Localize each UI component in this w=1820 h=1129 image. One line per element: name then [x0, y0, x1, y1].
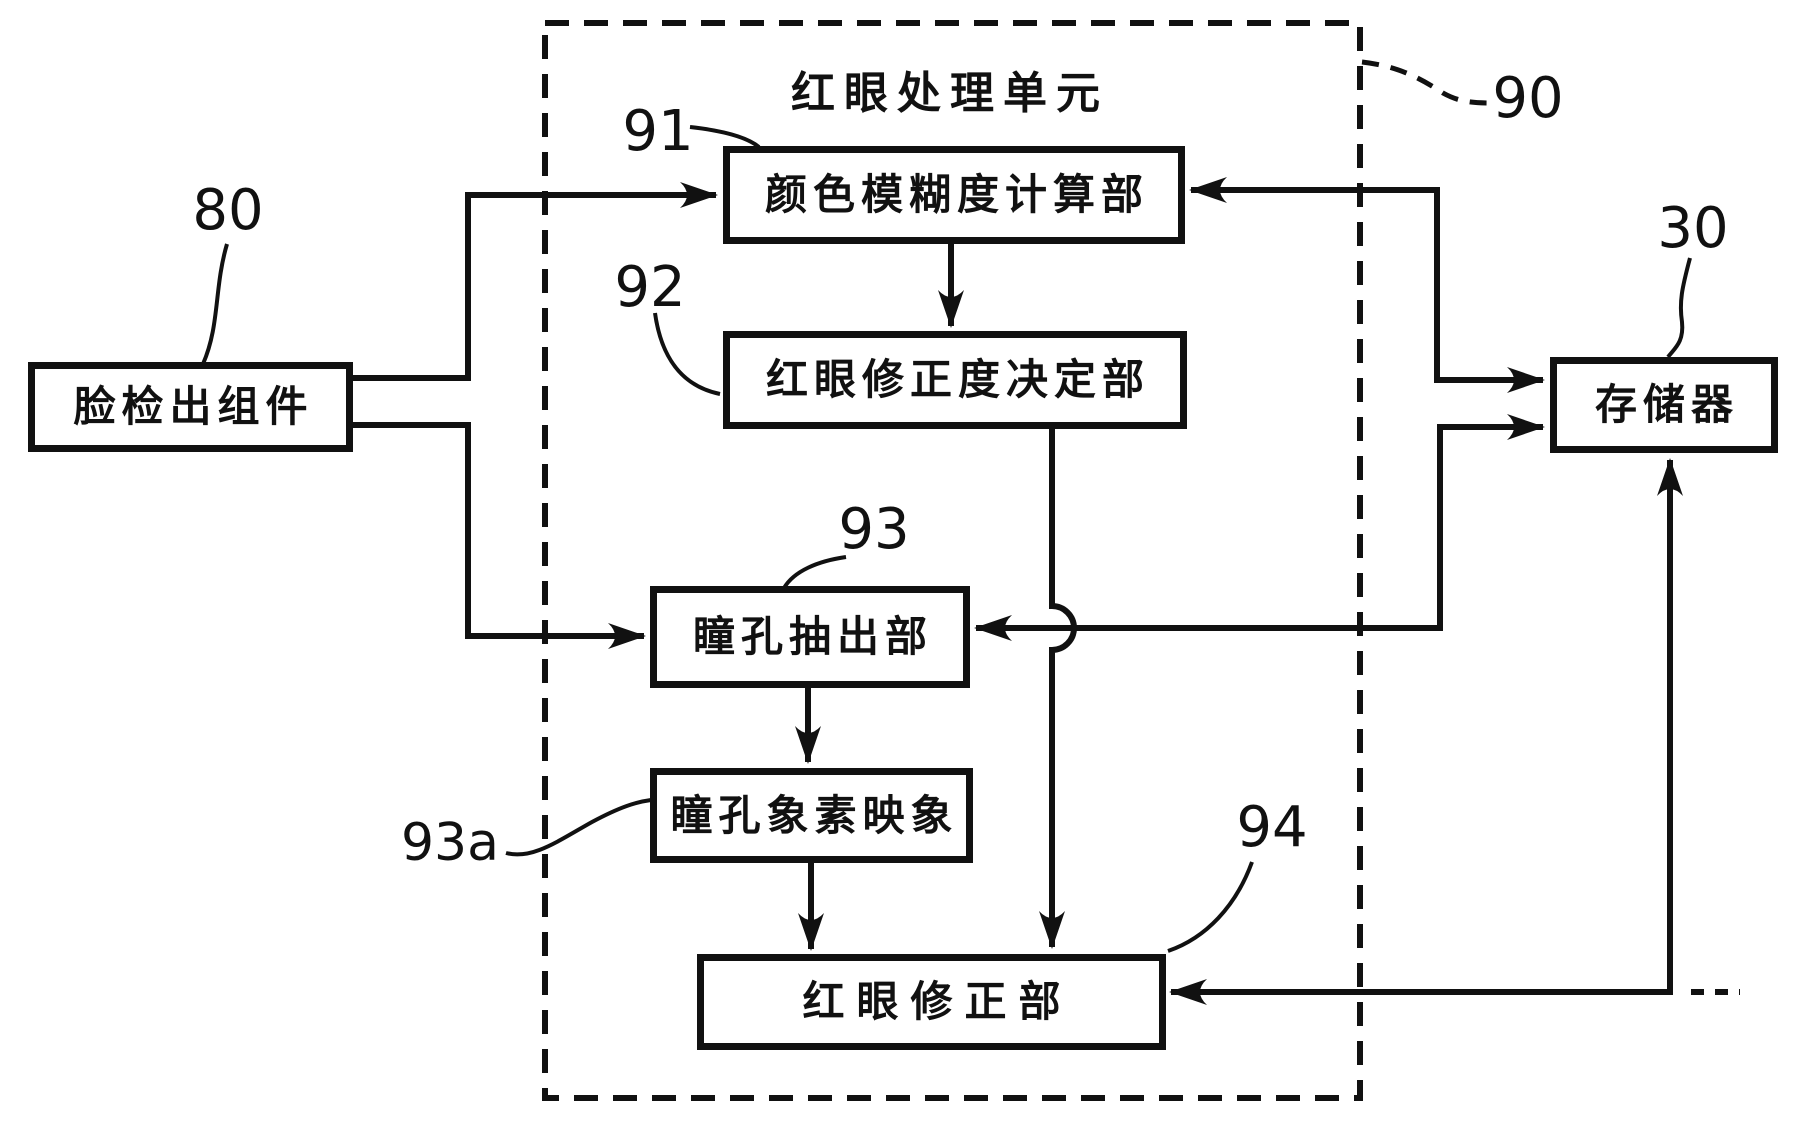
node-pupil-extract: 瞳孔抽出部 — [650, 586, 970, 688]
leader-93a — [505, 798, 652, 857]
node-pupil-pixel-map-label: 瞳孔象素映象 — [670, 790, 959, 840]
leader-93 — [782, 555, 847, 590]
leader-80 — [201, 243, 229, 365]
leader-30 — [1666, 257, 1692, 359]
leader-91 — [689, 125, 761, 149]
node-color-blur-calc-label: 颜色模糊度计算部 — [764, 170, 1149, 219]
node-face-detection: 脸检出组件 — [28, 362, 353, 452]
wire-face-to-colorblur — [353, 182, 718, 381]
leader-90-dashed — [1361, 59, 1492, 106]
node-memory: 存储器 — [1550, 357, 1778, 453]
node-redeye-correct-label: 红眼修正部 — [802, 977, 1073, 1026]
wire-pupilextract-memory — [974, 414, 1545, 641]
wire-colorblur-memory — [1189, 177, 1545, 393]
ref-90: 90 — [1492, 66, 1564, 131]
wire-redeyecorrect-memory — [1169, 458, 1683, 1005]
unit-dashed-border — [542, 20, 1363, 1101]
ref-93a: 93a — [400, 813, 500, 873]
node-pupil-pixel-map: 瞳孔象素映象 — [650, 768, 973, 863]
node-face-detection-label: 脸检出组件 — [73, 382, 314, 431]
leader-92 — [653, 312, 721, 396]
node-color-blur-calc: 颜色模糊度计算部 — [723, 146, 1185, 244]
wire-correctiondegree-to-redeyecorrect — [1039, 429, 1077, 949]
node-correction-degree-label: 红眼修正度决定部 — [765, 355, 1150, 404]
ref-92: 92 — [614, 255, 686, 320]
wire-face-to-pupilextract — [353, 422, 646, 649]
node-redeye-correct: 红眼修正部 — [697, 954, 1166, 1050]
ref-94: 94 — [1236, 795, 1308, 860]
ref-91: 91 — [622, 99, 694, 164]
node-memory-label: 存储器 — [1594, 380, 1739, 429]
unit-title: 红眼处理单元 — [791, 68, 1109, 119]
ref-93: 93 — [838, 497, 910, 562]
ref-30: 30 — [1657, 196, 1729, 261]
leader-94 — [1167, 861, 1254, 953]
node-correction-degree: 红眼修正度决定部 — [723, 331, 1187, 429]
ref-80: 80 — [192, 178, 264, 243]
node-pupil-extract-label: 瞳孔抽出部 — [692, 612, 933, 661]
